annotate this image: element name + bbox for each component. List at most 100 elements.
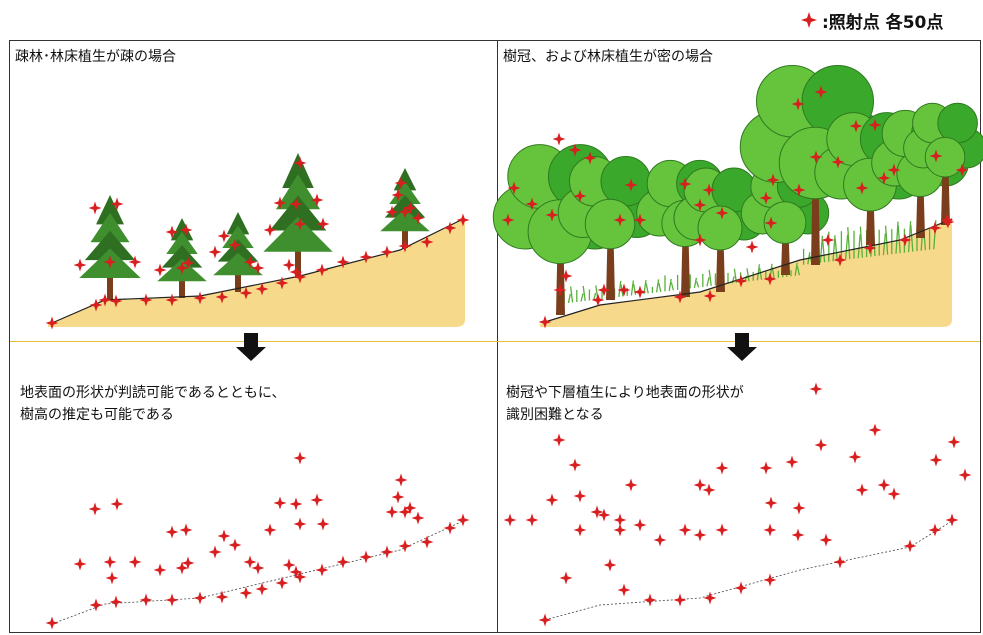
laser-point-dense-top [573,189,587,203]
laser-point-dense-bottom [928,523,942,537]
laser-point-dense-top [855,181,869,195]
laser-point-sparse-top [293,270,307,284]
laser-point-sparse-top [282,258,296,272]
grass-blade [857,234,861,259]
grass-blade [758,267,763,280]
laser-point-sparse-bottom [380,545,394,559]
laser-point-sparse-top [456,213,470,227]
laser-point-dense-top [928,221,942,235]
laser-point-dense-bottom [819,533,833,547]
laser-point-sparse-top [289,265,303,279]
laser-point-sparse-bottom [255,582,269,596]
laser-point-dense-bottom [613,523,627,537]
laser-point-sparse-bottom [215,590,229,604]
laser-point-sparse-top [293,156,307,170]
laser-point-sparse-bottom [289,497,303,511]
laser-point-dense-top [791,97,805,111]
laser-point-sparse-top [165,293,179,307]
laser-point-sparse-top [380,245,394,259]
laser-point-sparse-bottom [315,563,329,577]
laser-point-dense-bottom [703,591,717,605]
laser-point-sparse-bottom [411,511,425,525]
laser-point-sparse-bottom [251,561,265,575]
laser-point-dense-bottom [573,523,587,537]
laser-point-dense-bottom [633,518,647,532]
sparse-description-line-2: 樹高の推定も可能である [20,407,174,423]
grass-blade [844,234,849,260]
laser-point-sparse-bottom [293,570,307,584]
laser-point-dense-bottom [734,581,748,595]
laser-point-dense-top [613,213,627,227]
grass-blade [834,238,838,261]
laser-point-dense-top [545,208,559,222]
laser-point-sparse-top [398,205,412,219]
laser-point-sparse-bottom [443,521,457,535]
laser-point-dense-bottom [643,593,657,607]
laser-point-dense-top [863,241,877,255]
laser-point-dense-bottom [877,478,891,492]
grass-blade [895,221,899,254]
terrain-trace-dense [544,520,953,621]
laser-point-dense-top [673,290,687,304]
laser-point-dense-bottom [947,435,961,449]
laser-point-sparse-bottom [109,595,123,609]
grass-blade [847,227,851,260]
laser-point-sparse-bottom [228,538,242,552]
laser-point-sparse-top [175,261,189,275]
laser-point-sparse-top [208,245,222,259]
laser-point-sparse-top [316,217,330,231]
grass-blade [618,280,622,298]
conifer-tree [213,212,263,292]
laser-point-sparse-bottom [394,473,408,487]
laser-point-sparse-bottom [128,555,142,569]
laser-point-sparse-top [73,258,87,272]
laser-point-sparse-top [251,261,265,275]
figure-frame [9,40,981,633]
laser-point-dense-bottom [617,583,631,597]
laser-point-sparse-top [336,255,350,269]
dense-description-line-1: 樹冠や下層植生により地表面の形状が [506,385,744,401]
down-arrow-dense [727,333,757,361]
laser-point-sparse-bottom [398,539,412,553]
ground-sparse [48,218,465,327]
laser-point-sparse-top [181,256,195,270]
laser-point-dense-top [821,233,835,247]
grass-blade [756,264,761,281]
laser-point-dense-bottom [590,505,604,519]
laser-point-sparse-bottom [359,550,373,564]
grass-blade [645,283,649,294]
grass-blade [582,285,586,302]
laser-point-sparse-bottom [316,517,330,531]
laser-point-sparse-bottom [103,555,117,569]
laser-point-dense-top [552,132,566,146]
laser-point-dense-bottom [764,496,778,510]
laser-point-dense-bottom [597,508,611,522]
laser-point-dense-bottom [715,523,729,537]
laser-point-dense-bottom [624,478,638,492]
laser-point-dense-top [877,171,891,185]
laser-point-sparse-top [255,282,269,296]
laser-point-sparse-top [310,193,324,207]
down-arrow-sparse [236,333,266,361]
laser-point-dense-top [583,151,597,165]
laser-point-sparse-top [128,255,142,269]
laser-point-dense-bottom [693,478,707,492]
laser-point-dense-top [766,173,780,187]
laser-point-dense-top [759,191,773,205]
laser-point-dense-top [678,177,692,191]
laser-point-sparse-bottom [403,501,417,515]
laser-point-dense-bottom [603,558,617,572]
laser-point-dense-top [814,85,828,99]
laser-point-sparse-bottom [385,505,399,519]
laser-point-sparse-bottom [275,576,289,590]
grass-blade [882,233,887,256]
laser-point-dense-bottom [503,513,517,527]
conifer-tree [79,195,141,300]
laser-point-sparse-bottom [293,517,307,531]
laser-point-dense-top [849,119,863,133]
laser-point-dense-bottom [855,483,869,497]
laser-point-sparse-top [315,263,329,277]
laser-point-sparse-top [443,221,457,235]
grass-blade [580,293,584,302]
